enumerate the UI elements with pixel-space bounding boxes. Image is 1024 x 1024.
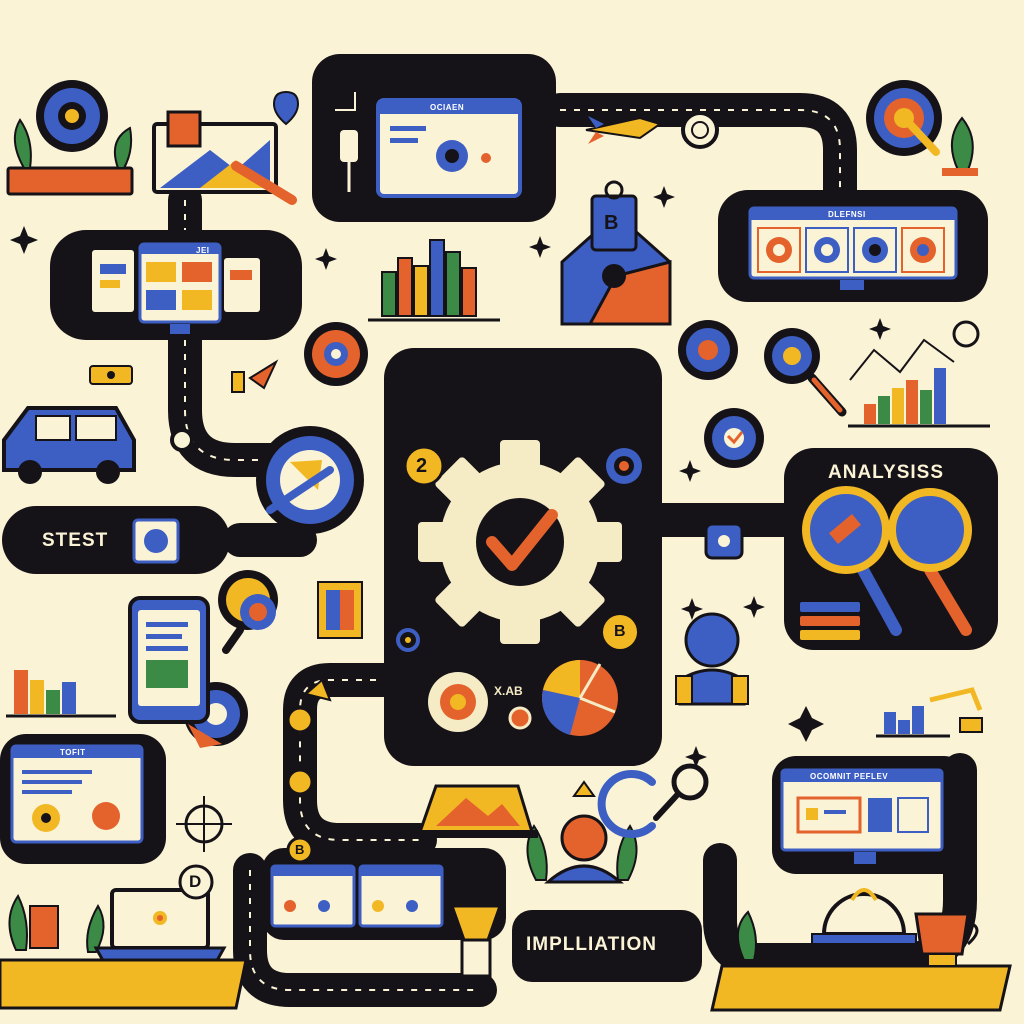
variant-b-label-right: B: [614, 623, 626, 640]
bar-chart-icon-bottom-right: [876, 706, 950, 738]
variant-b-badge-icon: [603, 615, 637, 649]
image-frame-icon: [152, 110, 297, 205]
stage-implementation-label: IMPLLIATION: [526, 934, 657, 955]
document-preview-card: [772, 756, 968, 874]
tag-b-icon: [590, 194, 638, 252]
number-badge-icon: [403, 445, 445, 487]
flow-path-dashes: [184, 109, 841, 991]
gear-checkmark-icon: [418, 440, 622, 644]
setup-window-label: OCIAEN: [430, 103, 465, 112]
dot-icon: [508, 706, 532, 730]
gear-icon-right-mid: [704, 408, 764, 468]
gear-icon-top-right: [866, 80, 942, 156]
person-icon-bottom: [544, 780, 624, 884]
landscape-icon: [414, 784, 538, 838]
dome-icon: [811, 888, 917, 945]
desk-bottom-left: [0, 958, 248, 1010]
node-ring-icon-left: [170, 428, 194, 452]
gear-magnifier-icon-left: [218, 570, 278, 654]
test-card: [2, 506, 230, 574]
small-gear-icon: [428, 672, 488, 732]
funnel-icon: [449, 904, 503, 978]
bar-chart-icon-top: [368, 239, 500, 322]
gear-icon-mid-left: [304, 322, 368, 386]
gear-icon-top-left: [36, 80, 108, 152]
test-window-label: TOFIT: [60, 748, 86, 757]
crosshair-icon: [176, 796, 232, 852]
ticket-icon: [89, 365, 133, 385]
plant-icon-top-right: [942, 116, 978, 176]
path-b-badge-icon: [286, 836, 314, 864]
badge-d-icon: [178, 864, 214, 900]
phone-icon: [128, 596, 210, 724]
variant-d-label: D: [189, 872, 202, 891]
map-pin-icon: [272, 90, 300, 126]
plant-icon-bottom-left: [8, 894, 105, 953]
gear-icon-large-left: [256, 426, 364, 534]
gear-icon-right-top: [678, 320, 738, 380]
lamp-icon: [929, 687, 983, 733]
plant-icon-top-left: [6, 118, 134, 196]
center-title-card: [384, 348, 662, 766]
xab-label: X.AB: [494, 684, 523, 698]
variant-b-label-path: B: [295, 842, 305, 857]
number-badge-label: 2: [416, 455, 428, 477]
plant-icon-bottom-right: [737, 910, 757, 961]
define-card: [718, 190, 988, 302]
info-badge-icon: [704, 522, 744, 560]
magnifier-icon-right: [888, 488, 972, 636]
bar-chart-icon-left: [6, 670, 116, 718]
stage-setup-label: SET UP: [392, 72, 467, 93]
rocket-icon: [585, 116, 663, 144]
document-window-label: OCOMNIT PEFLEV: [810, 772, 889, 781]
stage-test-label: STEST: [42, 530, 109, 551]
title-line-1: IMPCESSFUL: [430, 370, 595, 397]
node-ring-icon-right: [952, 320, 980, 348]
small-target-icon: [396, 628, 420, 652]
bottom-left-card: [0, 734, 166, 864]
bottom-center-card: [262, 848, 506, 940]
stage-analysis-label: ANALYSISS: [828, 462, 944, 483]
ring-icon-top: [681, 111, 719, 149]
desk-bottom-right: [710, 964, 1012, 1012]
pie-chart-icon: [542, 660, 618, 736]
sparkle-icons: [10, 186, 891, 768]
implementation-card: [512, 910, 702, 982]
path-node-icons: [286, 706, 314, 864]
magnifier-icon-left: [802, 486, 902, 636]
envelope-tag-icon: [560, 180, 672, 326]
tag-b-label: B: [604, 212, 619, 234]
laptop-icon-bottom-left: [93, 888, 227, 968]
small-window-label: JEI: [196, 246, 210, 255]
left-monitor-card: [50, 230, 302, 340]
title-line-2: A/B TESTING: [420, 396, 603, 426]
bar-chart-icon-right: [848, 338, 990, 428]
trophy-icon: [303, 678, 332, 702]
magnifier-icon-right: [764, 328, 847, 417]
cup-icon: [914, 912, 979, 967]
arrow-pointer-icon: [231, 359, 279, 393]
person-icon: [675, 612, 749, 706]
plant-icon-bottom-center: [526, 824, 638, 881]
car-icon: [2, 406, 136, 484]
analysis-card: [784, 448, 998, 650]
book-icon: [317, 581, 363, 639]
setup-card: [312, 54, 556, 222]
magnifier-icon-bottom: [597, 763, 709, 838]
setup-plug-icon: [340, 130, 358, 162]
define-window-label: DLEFNSI: [828, 210, 866, 219]
